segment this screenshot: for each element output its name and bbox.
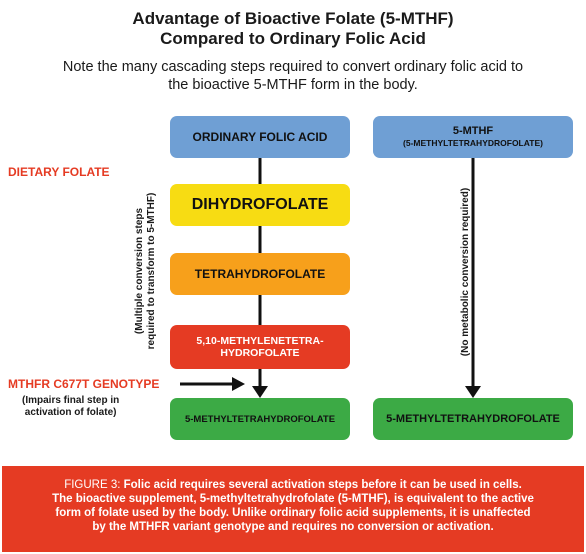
no-conversion-note: (No metabolic conversion required) (460, 172, 474, 372)
dihydrofolate-box: DIHYDROFOLATE (170, 184, 350, 226)
impairs-note-line1: (Impairs final step in (22, 395, 120, 406)
methylene-label-line2: HYDROFOLATE (220, 347, 300, 359)
impairs-note: (Impairs final step in activation of fol… (22, 395, 119, 419)
multiple-steps-note-line2: required to transform to 5-MTHF) (146, 192, 157, 350)
page-subtitle-line1: Note the many cascading steps required t… (62, 59, 524, 75)
left-result-box: 5-METHYLTETRAHYDROFOLATE (170, 398, 350, 440)
caption-line1-text: Folic acid requires several activation s… (123, 479, 522, 491)
page-title-line2: Compared to Ordinary Folic Acid (160, 29, 426, 48)
right-result-label: 5-METHYLTETRAHYDROFOLATE (386, 413, 560, 425)
page-title-line1: Advantage of Bioactive Folate (5-MTHF) (132, 9, 454, 28)
dihydrofolate-label: DIHYDROFOLATE (191, 196, 329, 213)
ordinary-folic-acid-box: ORDINARY FOLIC ACID (170, 116, 350, 158)
caption-line3: form of folate used by the body. Unlike … (55, 507, 531, 519)
caption-figure-label: FIGURE 3: (64, 479, 121, 491)
figure-caption: FIGURE 3: Folic acid requires several ac… (2, 466, 584, 552)
multiple-steps-note: (Multiple conversion steps required to t… (134, 176, 160, 366)
methylenetetrahydrofolate-box: 5,10-METHYLENETETRA- HYDROFOLATE (170, 325, 350, 369)
ordinary-folic-acid-label: ORDINARY FOLIC ACID (192, 130, 328, 144)
left-result-label: 5-METHYLTETRAHYDROFOLATE (184, 413, 336, 425)
tetrahydrofolate-label: TETRAHYDROFOLATE (194, 267, 326, 281)
caption-line1: FIGURE 3: Folic acid requires several ac… (2, 478, 584, 492)
caption-line4: by the MTHFR variant genotype and requir… (92, 521, 494, 533)
mthfr-genotype-label: MTHFR C677T GENOTYPE (8, 377, 160, 391)
caption-line2: The bioactive supplement, 5-methyltetrah… (52, 493, 534, 505)
no-conversion-note-text: (No metabolic conversion required) (460, 187, 471, 357)
impairs-note-line2: activation of folate) (24, 407, 117, 418)
right-chain-arrowhead (465, 386, 481, 398)
5-mthf-label: 5-MTHF (452, 125, 494, 137)
5-mthf-fullname: (5-METHYLTETRAHYDROFOLATE) (403, 138, 543, 148)
right-result-box: 5-METHYLTETRAHYDROFOLATE (373, 398, 573, 440)
mthfr-arrowhead (232, 377, 245, 391)
5-mthf-box: 5-MTHF (5-METHYLTETRAHYDROFOLATE) (373, 116, 573, 158)
multiple-steps-note-line1: (Multiple conversion steps (134, 207, 145, 335)
dietary-folate-label: DIETARY FOLATE (8, 165, 110, 179)
tetrahydrofolate-box: TETRAHYDROFOLATE (170, 253, 350, 295)
left-chain-arrowhead (252, 386, 268, 398)
methylene-label-line1: 5,10-METHYLENETETRA- (196, 335, 324, 347)
page-subtitle-line2: the bioactive 5-MTHF form in the body. (168, 77, 418, 93)
